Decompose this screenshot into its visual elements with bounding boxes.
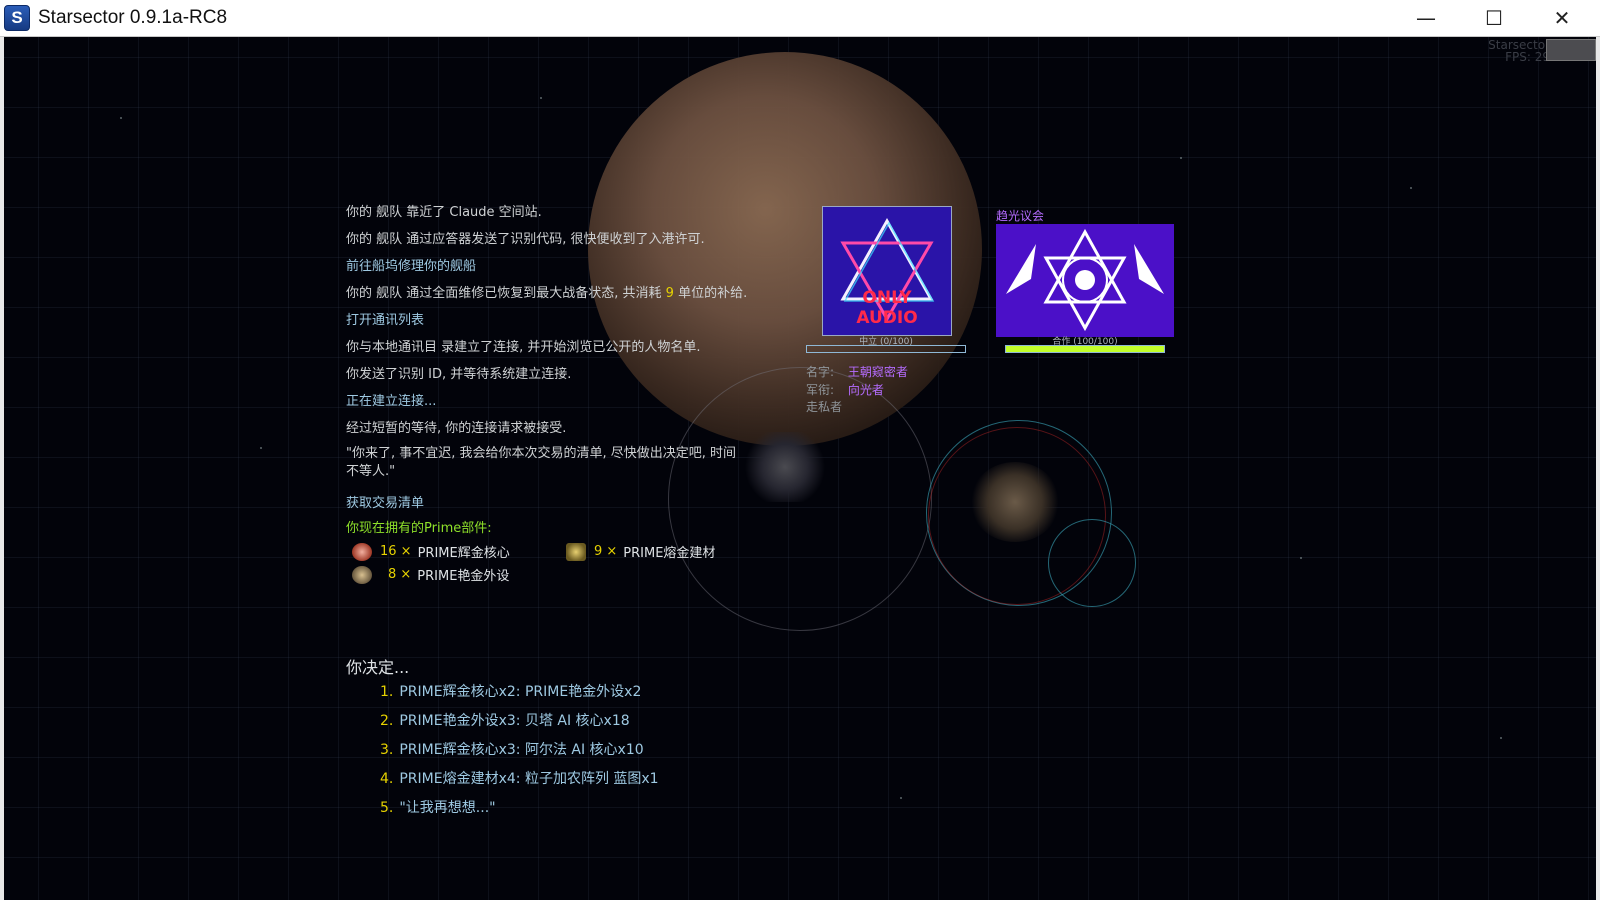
- part-name: PRIME辉金核心: [417, 546, 510, 561]
- window-title: Starsector 0.9.1a-RC8: [38, 7, 228, 28]
- decision-prompt: 你决定...: [346, 658, 410, 677]
- minimize-button[interactable]: —: [1394, 0, 1458, 36]
- dialog-option-5[interactable]: 5. "让我再想想...": [380, 797, 496, 817]
- part-name: PRIME艳金外设: [417, 569, 510, 584]
- option-text: PRIME辉金核心x2: PRIME艳金外设x2: [399, 684, 642, 700]
- prime-parts-heading: 你现在拥有的Prime部件:: [346, 521, 492, 536]
- person-relation-label: 中立 (0/100): [859, 337, 913, 347]
- part-name: PRIME熔金建材: [623, 546, 716, 561]
- log-text: 你的 舰队 通过全面维修已恢复到最大战备状态, 共消耗: [346, 286, 666, 301]
- faction-flag: [996, 224, 1174, 337]
- option-number: 3.: [380, 742, 394, 758]
- prime-part-item: 16 × PRIME辉金核心: [352, 542, 510, 561]
- option-text: "让我再想想...": [399, 800, 496, 816]
- faction-name: 趋光议会: [996, 209, 1045, 223]
- faction-relation-bar: [1005, 345, 1165, 353]
- log-line: 你的 舰队 靠近了 Claude 空间站.: [346, 205, 542, 220]
- window-frame-left: [0, 37, 4, 900]
- dialog-option-3[interactable]: 3. PRIME辉金核心x3: 阿尔法 AI 核心x10: [380, 739, 644, 759]
- app-icon: S: [4, 5, 30, 31]
- orbit-ring: [1048, 519, 1136, 607]
- log-text: 单位的补给.: [673, 286, 748, 301]
- orbit-ring: [926, 420, 1112, 606]
- app-label: Starsector: [1488, 38, 1550, 52]
- close-button[interactable]: ✕: [1530, 0, 1594, 36]
- contact-name-row: 名字: 王朝窥密者: [806, 363, 908, 380]
- maximize-icon: ☐: [1485, 6, 1503, 30]
- supply-count: 9: [665, 286, 674, 301]
- fps-counter: Starsector FPS: 29: [1488, 39, 1550, 63]
- faction-relation-label: 合作 (100/100): [1052, 337, 1118, 347]
- gold-peripheral-icon: [352, 565, 372, 584]
- post-label: 走私者: [806, 400, 843, 414]
- name-label: 名字:: [806, 365, 835, 379]
- log-line-link: 获取交易清单: [346, 496, 425, 511]
- star: [1180, 157, 1182, 159]
- dialog-option-4[interactable]: 4. PRIME熔金建材x4: 粒子加农阵列 蓝图x1: [380, 768, 659, 788]
- molten-material-icon: [566, 542, 586, 561]
- star: [540, 97, 542, 99]
- star: [120, 117, 122, 119]
- option-text: PRIME熔金建材x4: 粒子加农阵列 蓝图x1: [399, 771, 659, 787]
- window-frame-right: [1596, 37, 1600, 900]
- log-line-link: 正在建立连接...: [346, 394, 437, 409]
- log-line: 你的 舰队 通过应答器发送了识别代码, 很快便收到了入港许可.: [346, 232, 705, 247]
- gold-core-icon: [352, 542, 372, 561]
- part-qty: 16 ×: [380, 544, 412, 559]
- option-number: 1.: [380, 684, 394, 700]
- star: [900, 797, 902, 799]
- person-relation-bar: [806, 345, 966, 353]
- game-viewport: Starsector FPS: 29 你的 舰队 靠近了 Claude 空间站.…: [0, 37, 1600, 900]
- space-station[interactable]: [970, 462, 1060, 542]
- rank-label: 军衔:: [806, 383, 835, 397]
- contact-post-row: 走私者: [806, 398, 842, 415]
- portrait-text-bottom: AUDIO: [856, 308, 917, 328]
- faction-relation-fill: [1006, 346, 1164, 352]
- part-qty: 9 ×: [594, 544, 618, 559]
- star: [1410, 187, 1412, 189]
- star: [1300, 557, 1302, 559]
- window-titlebar: S Starsector 0.9.1a-RC8 — ☐ ✕: [0, 0, 1600, 37]
- part-qty: 8 ×: [388, 567, 412, 582]
- maximize-button[interactable]: ☐: [1462, 0, 1526, 36]
- contact-rank-row: 军衔: 向光者: [806, 381, 884, 398]
- log-line-link: 打开通讯列表: [346, 313, 425, 328]
- option-number: 5.: [380, 800, 394, 816]
- option-text: PRIME辉金核心x3: 阿尔法 AI 核心x10: [399, 742, 644, 758]
- fps-value: FPS: 29: [1505, 50, 1550, 64]
- orbit-ring: [928, 427, 1106, 605]
- name-value: 王朝窥密者: [847, 365, 908, 379]
- dialog-option-1[interactable]: 1. PRIME辉金核心x2: PRIME艳金外设x2: [380, 681, 641, 701]
- prime-part-item: 9 × PRIME熔金建材: [566, 542, 715, 561]
- star: [260, 447, 262, 449]
- hexagram-emblem-icon: ONLY AUDIO: [823, 207, 951, 335]
- dialog-option-2[interactable]: 2. PRIME艳金外设x3: 贝塔 AI 核心x18: [380, 710, 630, 730]
- contact-portrait: ONLY AUDIO: [822, 206, 952, 336]
- log-line: 你的 舰队 通过全面维修已恢复到最大战备状态, 共消耗 9 单位的补给.: [346, 282, 747, 301]
- npc-quote: "你来了, 事不宜迟, 我会给你本次交易的清单, 尽快做出决定吧, 时间不等人.…: [346, 446, 737, 479]
- option-text: PRIME艳金外设x3: 贝塔 AI 核心x18: [399, 713, 630, 729]
- prime-part-item: 8 × PRIME艳金外设: [352, 565, 509, 584]
- log-line: 你与本地通讯目 录建立了连接, 并开始浏览已公开的人物名单.: [346, 340, 701, 355]
- rank-value: 向光者: [847, 383, 884, 397]
- corner-widget[interactable]: [1546, 39, 1596, 61]
- close-icon: ✕: [1553, 6, 1571, 30]
- option-number: 2.: [380, 713, 394, 729]
- log-line-link: 前往船坞修理你的舰船: [346, 259, 477, 274]
- player-fleet[interactable]: [740, 432, 830, 502]
- minimize-icon: —: [1416, 6, 1436, 30]
- log-line: 你发送了识别 ID, 并等待系统建立连接.: [346, 367, 572, 382]
- faction-emblem-icon: [996, 224, 1174, 337]
- star: [1500, 737, 1502, 739]
- option-number: 4.: [380, 771, 394, 787]
- log-line: 经过短暂的等待, 你的连接请求被接受.: [346, 421, 567, 436]
- portrait-text-top: ONLY: [862, 288, 912, 308]
